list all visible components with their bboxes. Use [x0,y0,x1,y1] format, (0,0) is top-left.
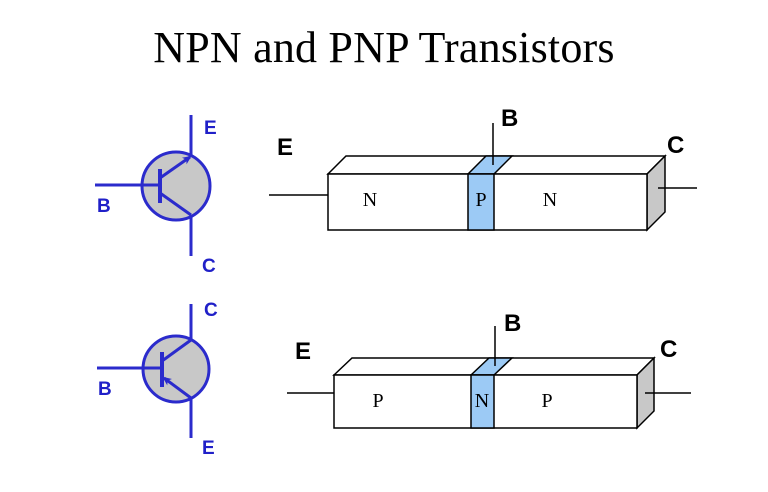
pnp-block-label-collector: C [660,336,677,363]
page-title: NPN and PNP Transistors [153,23,615,72]
npn-block-region-collector: N [543,189,557,211]
npn-emitter-arrow [159,155,192,180]
pnp-block-base-region [470,374,495,429]
npn-block-label-emitter: E [277,134,293,161]
npn-symbol-label-base: B [97,196,111,217]
pnp-emitter-arrow [162,376,192,400]
npn-symbol-label-collector: C [202,256,216,277]
npn-symbol-label-emitter: E [204,118,217,139]
npn-block-label-base: B [501,105,518,132]
npn-block: N P N E B C [269,105,697,232]
npn-block-base-region [467,173,495,231]
npn-collector-line [159,191,192,217]
pnp-block-label-base: B [504,310,521,337]
npn-block-region-emitter: N [363,189,377,211]
pnp-symbol-label-collector: C [204,300,218,321]
pnp-block-region-emitter: P [372,390,383,412]
npn-block-region-base: P [475,189,486,211]
pnp-block: P N P E B C [287,310,691,430]
pnp-symbol-label-emitter: E [202,438,215,459]
pnp-collector-line [161,338,192,363]
npn-block-label-collector: C [667,132,684,159]
pnp-block-region-base: N [475,390,489,412]
npn-symbol: E B C [95,115,217,277]
pnp-block-region-collector: P [541,390,552,412]
pnp-symbol-label-base: B [98,379,112,400]
pnp-symbol: C B E [97,300,218,459]
pnp-block-label-emitter: E [295,338,311,365]
